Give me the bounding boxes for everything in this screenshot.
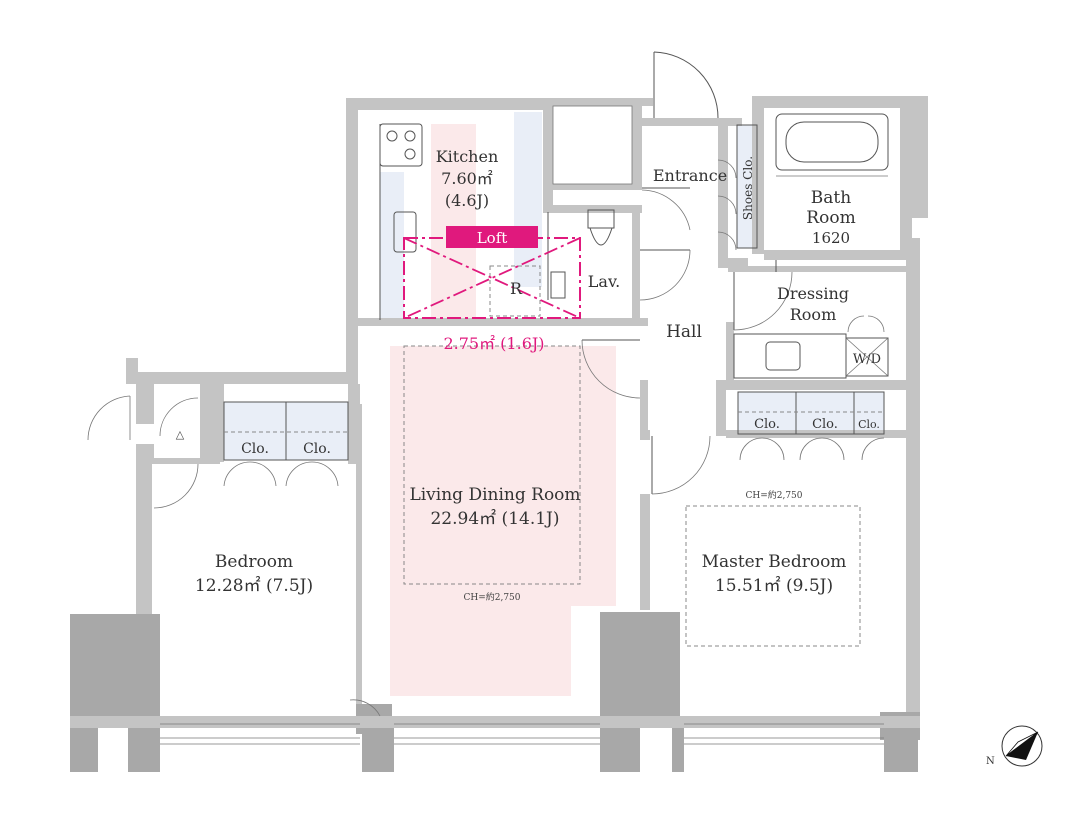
- master-ceiling-outline: [685, 505, 861, 647]
- dressing-name-line1: Dressing: [777, 284, 849, 303]
- bath-name-line2: Room: [806, 208, 855, 228]
- storage: [552, 105, 633, 185]
- loft-label-box: [446, 226, 538, 248]
- bedroom-name: Bedroom: [215, 552, 293, 572]
- loft-name: Loft: [477, 229, 508, 247]
- living-area: 22.94㎡ (14.1J): [430, 509, 559, 529]
- kitchen-cabinet: [380, 172, 404, 322]
- kitchen-fixtures: [379, 123, 423, 320]
- loft-hatch: [489, 265, 541, 317]
- living-ceiling-outline: [403, 345, 581, 585]
- lav-name: Lav.: [588, 272, 620, 291]
- master-closet-fill: [738, 392, 884, 434]
- master-closet-2: Clo.: [812, 417, 838, 432]
- living-name: Living Dining Room: [409, 485, 580, 505]
- doors: [87, 51, 885, 717]
- shoes-closet-name: Shoes Clo.: [741, 156, 755, 220]
- entrance-name: Entrance: [653, 166, 727, 185]
- master-area: 15.51㎡ (9.5J): [715, 576, 833, 596]
- shoes-closet: [736, 124, 758, 249]
- kitchen-fridge-space: [514, 112, 542, 287]
- kitchen-area: 7.60㎡: [441, 169, 493, 188]
- kitchen-highlight: [431, 124, 476, 320]
- living-highlight: [390, 346, 616, 696]
- hall-name: Hall: [666, 322, 702, 342]
- master-ceiling: CH=約2,750: [745, 489, 802, 501]
- bath-size: 1620: [812, 229, 850, 247]
- loft-area: 2.75㎡ (1.6J): [443, 334, 544, 353]
- north-label: N: [986, 756, 995, 767]
- master-name: Master Bedroom: [702, 552, 847, 572]
- north-arrow-icon: N: [986, 725, 1043, 767]
- kitchen-name: Kitchen: [436, 147, 499, 166]
- lav-fixtures: [547, 209, 615, 300]
- walls: [70, 96, 928, 772]
- master-closet-3: Clo.: [858, 418, 880, 431]
- bath-name-line1: Bath: [811, 188, 851, 208]
- dressing-fixtures: [733, 333, 889, 379]
- closet-lines: [223, 391, 885, 461]
- wd-label: W/D: [853, 352, 881, 367]
- loft-outline: [403, 226, 581, 319]
- living-ceiling: CH=約2,750: [463, 591, 520, 603]
- loft-mark: R: [510, 279, 523, 298]
- bathtub: [775, 113, 889, 177]
- bedroom-closet-right: Clo.: [303, 441, 331, 457]
- kitchen-jo: (4.6J): [445, 191, 489, 210]
- bedroom-closet-left: Clo.: [241, 441, 269, 457]
- dressing-name-line2: Room: [790, 305, 836, 324]
- bedroom-area: 12.28㎡ (7.5J): [195, 576, 313, 596]
- triangle-mark: △: [176, 428, 185, 441]
- windows: [160, 723, 884, 745]
- master-closet-1: Clo.: [754, 417, 780, 432]
